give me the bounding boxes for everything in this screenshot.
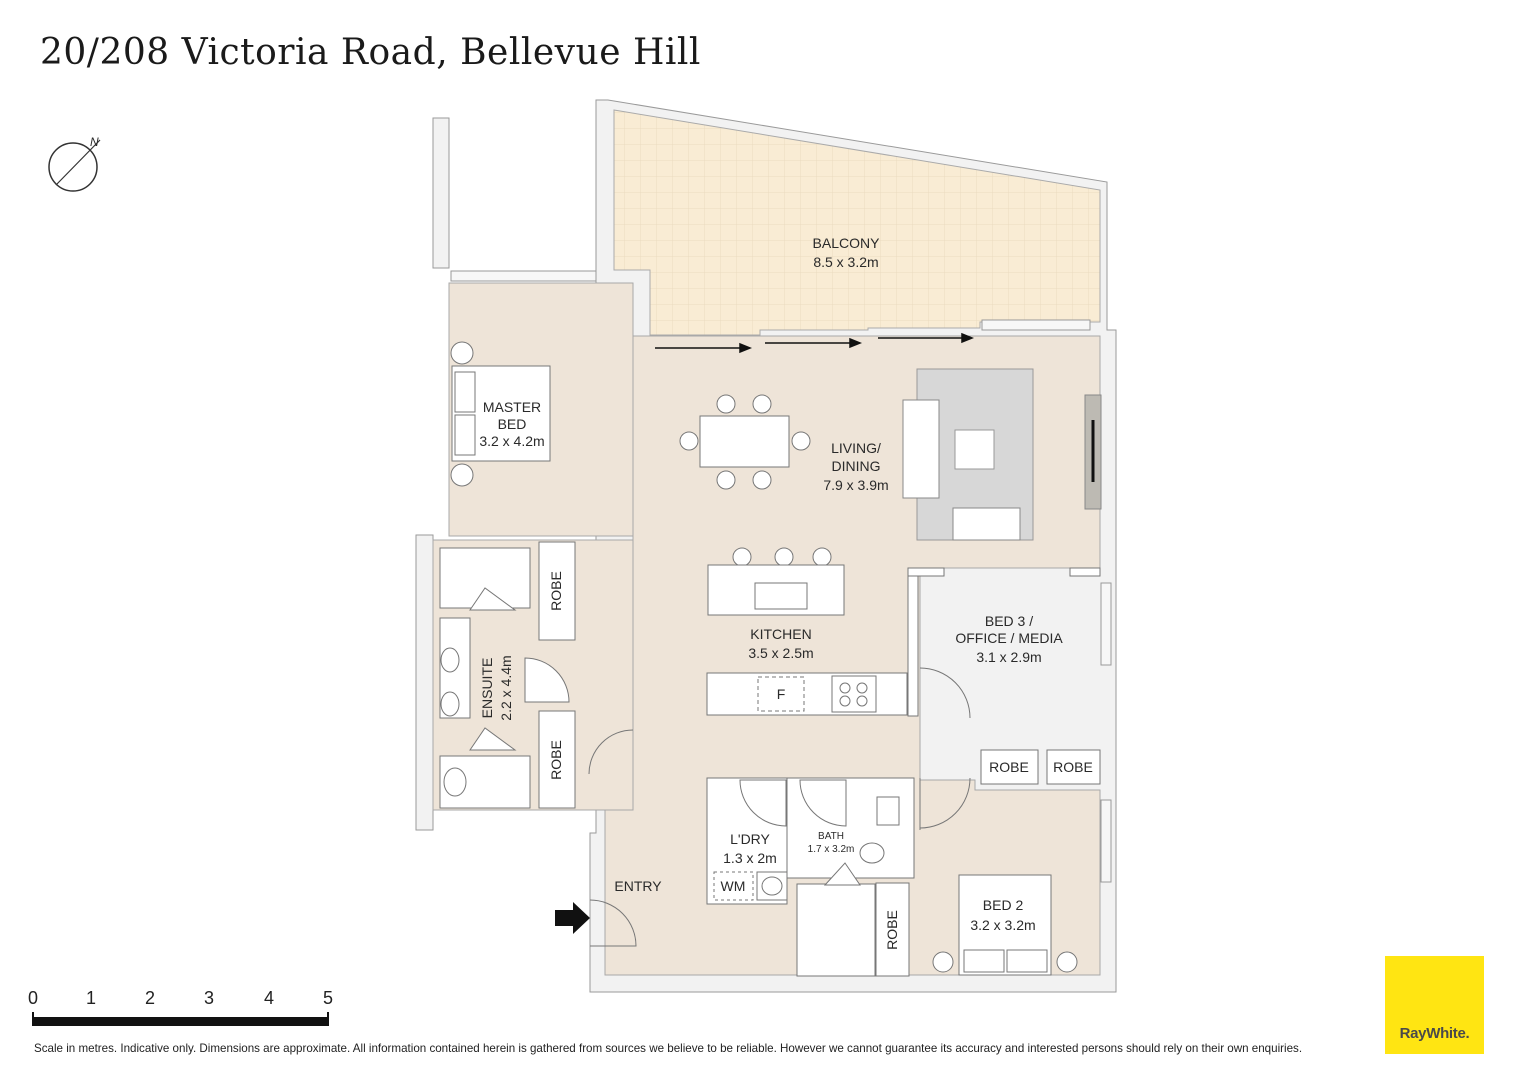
laundry-bath-fixtures (706, 777, 915, 977)
sliding-door-arrows (655, 332, 975, 354)
bed3-size: 3.1 x 2.9m (976, 649, 1041, 665)
living-furniture (902, 368, 1102, 541)
balcony-floor (613, 109, 1101, 336)
scale-tick-4: 4 (264, 988, 275, 1008)
ray-white-logo: RayWhite. (1385, 956, 1484, 1054)
ensuite-size: 2.2 x 4.4m (498, 655, 514, 720)
compass-icon: N (48, 135, 101, 192)
scale-tick-3: 3 (204, 988, 215, 1008)
kitchen-name: KITCHEN (750, 626, 811, 642)
living-size: 7.9 x 3.9m (823, 477, 888, 493)
robe-label-2: ROBE (548, 740, 564, 780)
door-swings (588, 667, 971, 947)
bath-name: BATH (818, 831, 844, 842)
laundry-name: L'DRY (730, 831, 770, 847)
scale-tick-1: 1 (86, 988, 97, 1008)
entry-arrow-icon (555, 902, 590, 934)
compass-north-label: N (90, 135, 99, 149)
dining-table (679, 394, 811, 490)
master-bed-furniture (450, 341, 551, 487)
ensuite-name: ENSUITE (479, 658, 495, 719)
kitchen-fixtures (706, 547, 908, 716)
kitchen-size: 3.5 x 2.5m (748, 645, 813, 661)
robe-label-5: ROBE (884, 910, 900, 950)
living-name-1: LIVING/ (831, 440, 881, 456)
master-bed-name-2: BED (498, 416, 527, 432)
fridge-label: F (777, 686, 786, 702)
laundry-size: 1.3 x 2m (723, 850, 777, 866)
balcony-name: BALCONY (813, 235, 881, 251)
bath-size: 1.7 x 3.2m (808, 844, 855, 855)
master-bed-name-1: MASTER (483, 399, 541, 415)
scale-bar (32, 1012, 329, 1026)
bed3-name-1: BED 3 / (985, 613, 1033, 629)
master-bed-size: 3.2 x 4.2m (479, 433, 544, 449)
bed2-furniture (932, 874, 1078, 976)
entry-name: ENTRY (614, 878, 662, 894)
living-name-2: DINING (832, 458, 881, 474)
bed2-name: BED 2 (983, 897, 1024, 913)
scale-tick-0: 0 (28, 988, 39, 1008)
robe-label-3: ROBE (989, 759, 1029, 775)
robes (538, 541, 1101, 977)
logo-text: RayWhite. (1399, 1025, 1470, 1042)
scale-tick-5: 5 (323, 988, 334, 1008)
bed2-size: 3.2 x 3.2m (970, 917, 1035, 933)
bed3-walls (907, 567, 1101, 717)
washing-machine-label: WM (721, 878, 746, 894)
ensuite-fixtures (439, 547, 570, 809)
bed3-name-2: OFFICE / MEDIA (955, 630, 1063, 646)
disclaimer-text: Scale in metres. Indicative only. Dimens… (34, 1042, 1303, 1055)
robe-label-1: ROBE (548, 571, 564, 611)
page-title: 20/208 Victoria Road, Bellevue Hill (40, 32, 701, 73)
balcony-size: 8.5 x 3.2m (813, 254, 878, 270)
scale-tick-2: 2 (145, 988, 156, 1008)
balcony-railings (450, 270, 1112, 883)
robe-label-4: ROBE (1053, 759, 1093, 775)
